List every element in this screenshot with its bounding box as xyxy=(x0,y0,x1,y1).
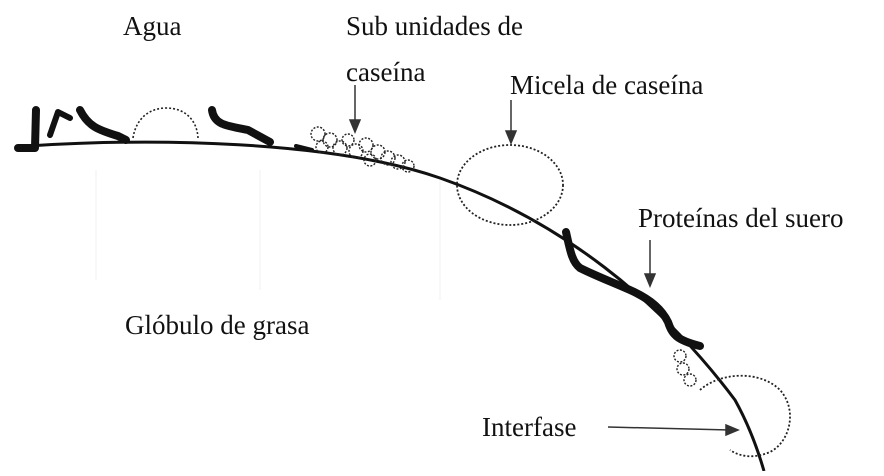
label-agua: Agua xyxy=(123,11,182,41)
interface-curve xyxy=(27,140,766,472)
whey-protein-strand-right xyxy=(562,228,704,350)
label-globulo: Glóbulo de grasa xyxy=(125,310,310,340)
whey-protein-strands-left xyxy=(14,106,314,152)
label-proteinas: Proteínas del suero xyxy=(638,203,844,233)
background-artifacts xyxy=(95,170,441,300)
label-interfase: Interfase xyxy=(482,412,577,442)
annotation-arrows xyxy=(348,85,740,437)
label-micela: Micela de caseína xyxy=(510,70,704,100)
label-sub-unidades-line1: Sub unidades de xyxy=(346,11,523,41)
casein-micelle xyxy=(456,144,564,226)
casein-subunits-cluster xyxy=(310,126,415,173)
casein-micelle-lower xyxy=(699,374,791,458)
label-sub-unidades-line2: caseína xyxy=(346,57,426,87)
water-droplet xyxy=(132,107,199,139)
casein-subunits-small xyxy=(673,349,697,387)
